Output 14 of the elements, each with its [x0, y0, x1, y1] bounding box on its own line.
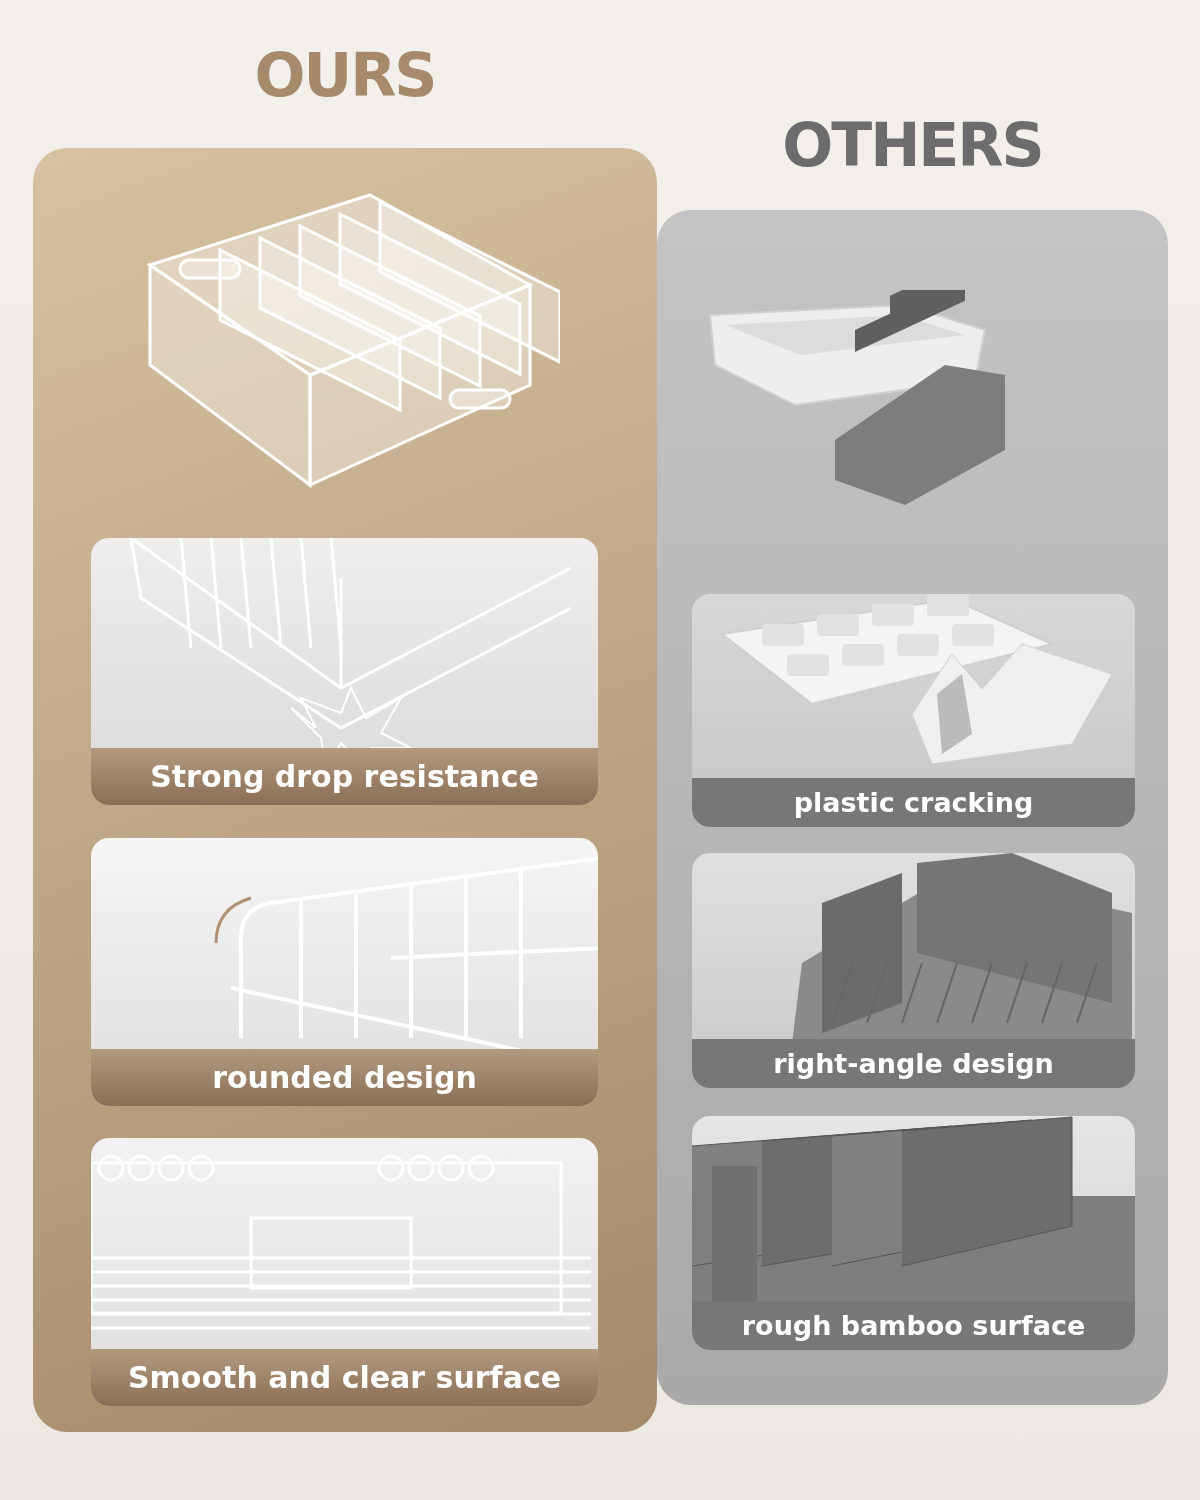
photo-card [692, 1116, 1135, 1350]
caption-label: Smooth and clear surface [91, 1349, 598, 1406]
photo-card [692, 853, 1135, 1088]
photo-card [91, 1138, 598, 1406]
caption-label: rough bamboo surface [692, 1301, 1135, 1350]
caption-label: rounded design [91, 1049, 598, 1106]
column-heading: OTHERS [781, 109, 1044, 182]
column-heading: OURS [253, 39, 437, 112]
photo-card [91, 838, 598, 1106]
caption-label: Strong drop resistance [91, 748, 598, 805]
photo-card [692, 594, 1135, 827]
caption-label: right-angle design [692, 1039, 1135, 1088]
caption-label: plastic cracking [692, 778, 1135, 827]
photo-card [91, 538, 598, 805]
